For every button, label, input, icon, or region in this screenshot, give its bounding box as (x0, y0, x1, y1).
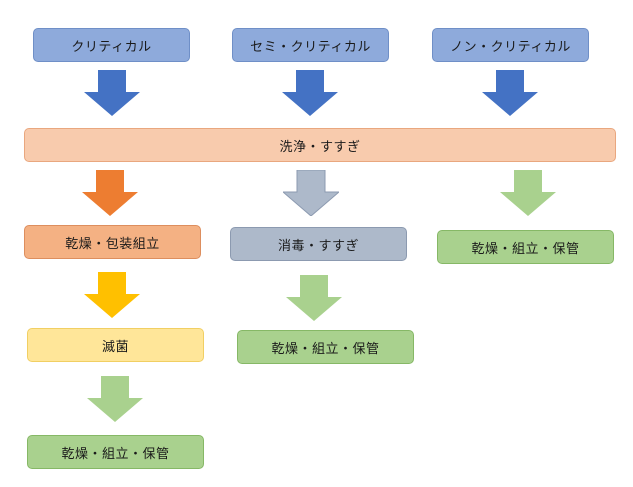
down-arrow-icon (283, 170, 339, 216)
disinfect-rinse-box: 消毒・すすぎ (230, 227, 407, 261)
sterilize-box: 滅菌 (27, 328, 204, 362)
dry-pack-box: 乾燥・包装組立 (24, 225, 201, 259)
down-arrow-icon (500, 170, 556, 216)
non-critical-box: ノン・クリティカル (432, 28, 589, 62)
down-arrow-icon (286, 275, 342, 321)
critical-box: クリティカル (33, 28, 190, 62)
down-arrow-icon (84, 70, 140, 116)
down-arrow-icon (282, 70, 338, 116)
down-arrow-icon (84, 272, 140, 318)
dry-assemble-store-box: 乾燥・組立・保管 (27, 435, 204, 469)
down-arrow-icon (87, 376, 143, 422)
semi-critical-box: セミ・クリティカル (232, 28, 389, 62)
dry-assemble-store-box: 乾燥・組立・保管 (237, 330, 414, 364)
dry-assemble-store-box: 乾燥・組立・保管 (437, 230, 614, 264)
down-arrow-icon (482, 70, 538, 116)
down-arrow-icon (82, 170, 138, 216)
wash-rinse-bar: 洗浄・すすぎ (24, 128, 616, 162)
